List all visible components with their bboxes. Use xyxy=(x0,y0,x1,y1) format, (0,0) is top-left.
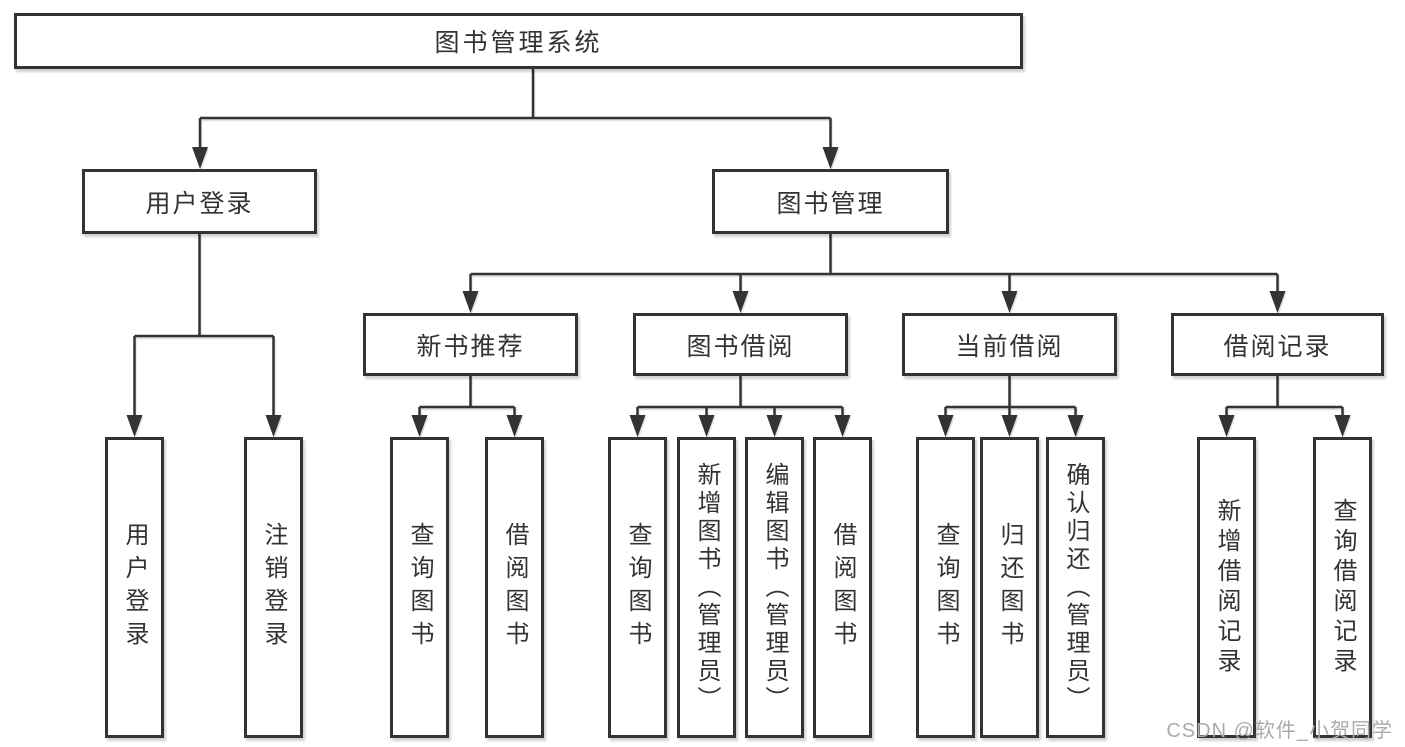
leaf-return-books: 归还图书 xyxy=(980,437,1039,738)
node-label: 借阅记录 xyxy=(1223,332,1332,361)
node-current-borrowing: 当前借阅 xyxy=(902,313,1117,376)
node-label: 查询图书 xyxy=(406,521,433,654)
node-label: 借阅图书 xyxy=(829,521,856,654)
node-label: 用户登录 xyxy=(121,521,148,654)
node-label: 新增借阅记录 xyxy=(1213,497,1240,678)
connector-lines xyxy=(133,69,1344,422)
node-label: 查询图书 xyxy=(624,521,651,654)
leaf-borrow-books: 借阅图书 xyxy=(813,437,872,738)
node-label: 当前借阅 xyxy=(955,332,1064,361)
leaf-user-login: 用户登录 xyxy=(105,437,164,738)
leaf-add-books-admin: 新增图书（管理员） xyxy=(677,437,736,738)
leaf-query-borrow-record: 查询借阅记录 xyxy=(1313,437,1372,738)
node-book-management: 图书管理 xyxy=(712,169,949,234)
csdn-watermark: CSDN @软件_小贺同学 xyxy=(1166,720,1393,742)
node-label: 图书借阅 xyxy=(686,332,795,361)
node-label: 查询借阅记录 xyxy=(1329,497,1356,678)
node-user-login: 用户登录 xyxy=(82,169,317,234)
node-library-system: 图书管理系统 xyxy=(14,13,1023,69)
node-label: 借阅图书 xyxy=(501,521,528,654)
node-label: 用户登录 xyxy=(145,189,254,218)
node-new-book-recommend: 新书推荐 xyxy=(363,313,578,376)
leaf-borrow-books-recommend: 借阅图书 xyxy=(485,437,544,738)
node-label: 新书推荐 xyxy=(416,332,525,361)
node-label: 注销登录 xyxy=(260,521,287,654)
leaf-query-books-current: 查询图书 xyxy=(916,437,975,738)
leaf-edit-books-admin: 编辑图书（管理员） xyxy=(745,437,804,738)
node-label: 图书管理系统 xyxy=(434,29,603,57)
leaf-confirm-return-admin: 确认归还（管理员） xyxy=(1046,437,1105,738)
arrowhead-icons xyxy=(126,147,1351,437)
node-label: 归还图书 xyxy=(996,521,1023,654)
node-label: 确认归还（管理员） xyxy=(1062,461,1089,714)
node-label: 编辑图书（管理员） xyxy=(761,461,788,714)
node-book-borrowing: 图书借阅 xyxy=(633,313,848,376)
leaf-query-books-recommend: 查询图书 xyxy=(390,437,449,738)
node-label: 查询图书 xyxy=(932,521,959,654)
node-borrow-records: 借阅记录 xyxy=(1171,313,1384,376)
leaf-logout: 注销登录 xyxy=(244,437,303,738)
leaf-query-books-borrow: 查询图书 xyxy=(608,437,667,738)
node-label: 新增图书（管理员） xyxy=(693,461,720,714)
node-label: 图书管理 xyxy=(776,189,885,218)
leaf-add-borrow-record: 新增借阅记录 xyxy=(1197,437,1256,738)
